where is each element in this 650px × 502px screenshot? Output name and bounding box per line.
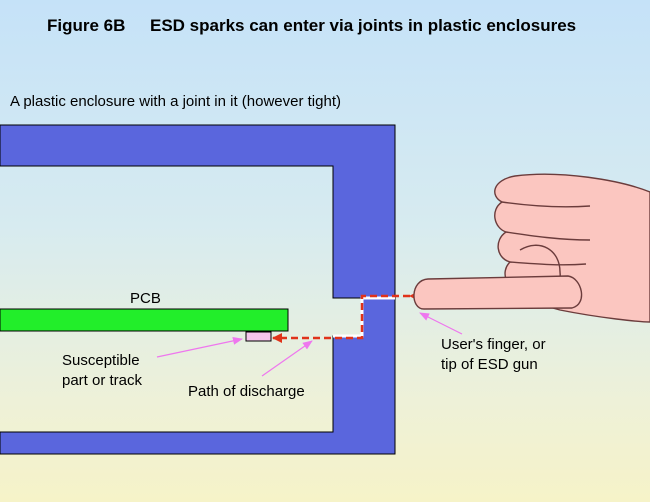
path-pointer-arrow — [261, 340, 313, 377]
discharge-path-arrow — [272, 291, 419, 343]
susceptible-part — [245, 331, 272, 342]
pcb-board — [0, 308, 289, 332]
pcb-label: PCB — [130, 290, 161, 307]
hand-icon — [413, 173, 650, 323]
plastic-enclosure — [0, 124, 396, 455]
susceptible-label-line1: Susceptible — [62, 352, 140, 369]
figure-caption: ESD sparks can enter via joints in plast… — [150, 16, 576, 35]
enclosure-label: A plastic enclosure with a joint in it (… — [10, 93, 341, 110]
finger-label-line2: tip of ESD gun — [441, 356, 538, 373]
path-label: Path of discharge — [188, 383, 305, 400]
figure-number: Figure 6B — [47, 16, 125, 35]
susceptible-pointer-arrow — [156, 336, 243, 358]
susceptible-label-line2: part or track — [62, 372, 143, 389]
finger-pointer-arrow — [419, 312, 463, 335]
finger-label-line1: User's finger, or — [441, 336, 546, 353]
